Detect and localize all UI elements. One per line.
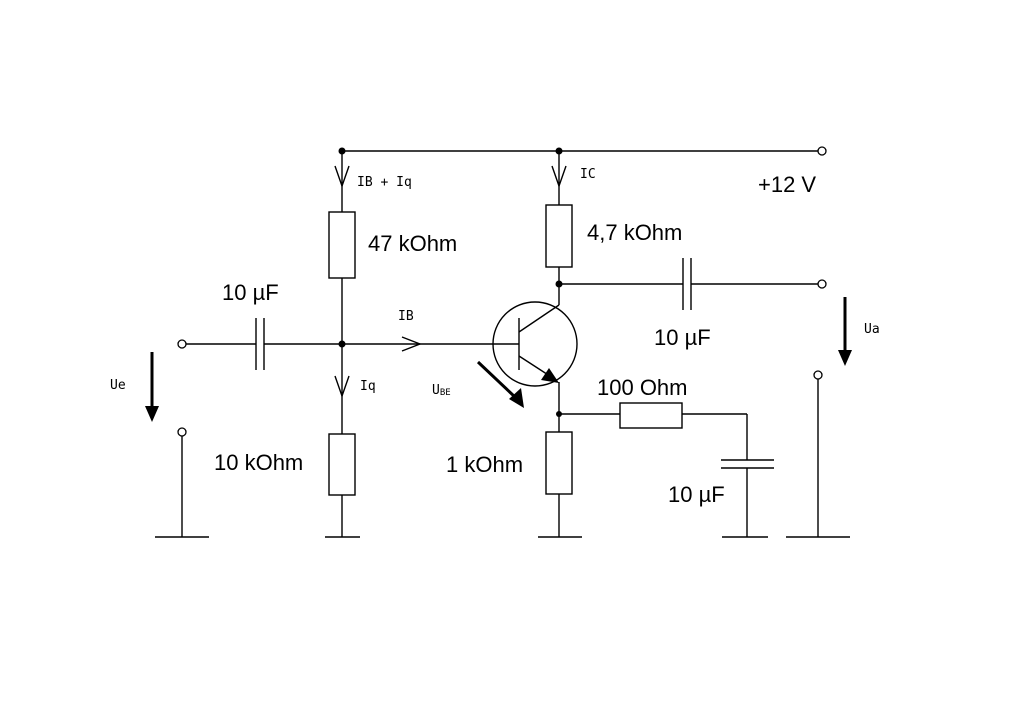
resistor-1k <box>545 431 573 495</box>
emitter-branch <box>538 382 774 538</box>
resistor-47k-label: 47 kOhm <box>368 231 457 256</box>
current-label-ib: IB <box>398 309 414 324</box>
output-voltage-label: Ua <box>864 322 880 337</box>
resistor-10k-label: 10 kOhm <box>214 450 303 475</box>
ube-arrow <box>476 360 517 399</box>
output-ground-terminal <box>813 370 823 380</box>
resistor-10k <box>328 433 356 496</box>
collector-branch <box>545 151 827 310</box>
supply-terminal <box>817 146 827 156</box>
supply-rail <box>338 146 827 156</box>
current-arrow-divider-bottom <box>334 375 350 399</box>
input-branch <box>155 318 342 538</box>
current-arrow-collector <box>551 165 567 189</box>
output-ground-branch <box>786 370 850 538</box>
npn-transistor <box>492 301 578 387</box>
resistor-100-label: 100 Ohm <box>597 375 688 400</box>
input-capacitor-label: 10 µF <box>222 280 279 305</box>
current-label-ic: IC <box>580 167 596 182</box>
output-terminal <box>817 279 827 289</box>
resistor-4k7 <box>545 204 573 268</box>
current-arrow-divider-top <box>334 165 350 189</box>
divider-branch <box>325 151 360 538</box>
input-ground-terminal <box>177 427 187 437</box>
supply-voltage-label: +12 V <box>758 172 816 197</box>
current-label-ib-iq: IB + Iq <box>357 175 412 190</box>
resistor-100 <box>619 402 683 429</box>
current-label-iq: Iq <box>360 379 376 394</box>
input-voltage-label: Ue <box>110 378 126 393</box>
output-capacitor-label: 10 µF <box>654 325 711 350</box>
current-arrow-base <box>401 336 422 352</box>
ube-label: UBE <box>432 383 451 398</box>
emitter-arrow <box>541 368 559 383</box>
resistor-1k-label: 1 kOhm <box>446 452 523 477</box>
resistor-4k7-label: 4,7 kOhm <box>587 220 682 245</box>
resistor-47k <box>328 211 356 279</box>
input-terminal <box>177 339 187 349</box>
emitter-capacitor-label: 10 µF <box>668 482 725 507</box>
